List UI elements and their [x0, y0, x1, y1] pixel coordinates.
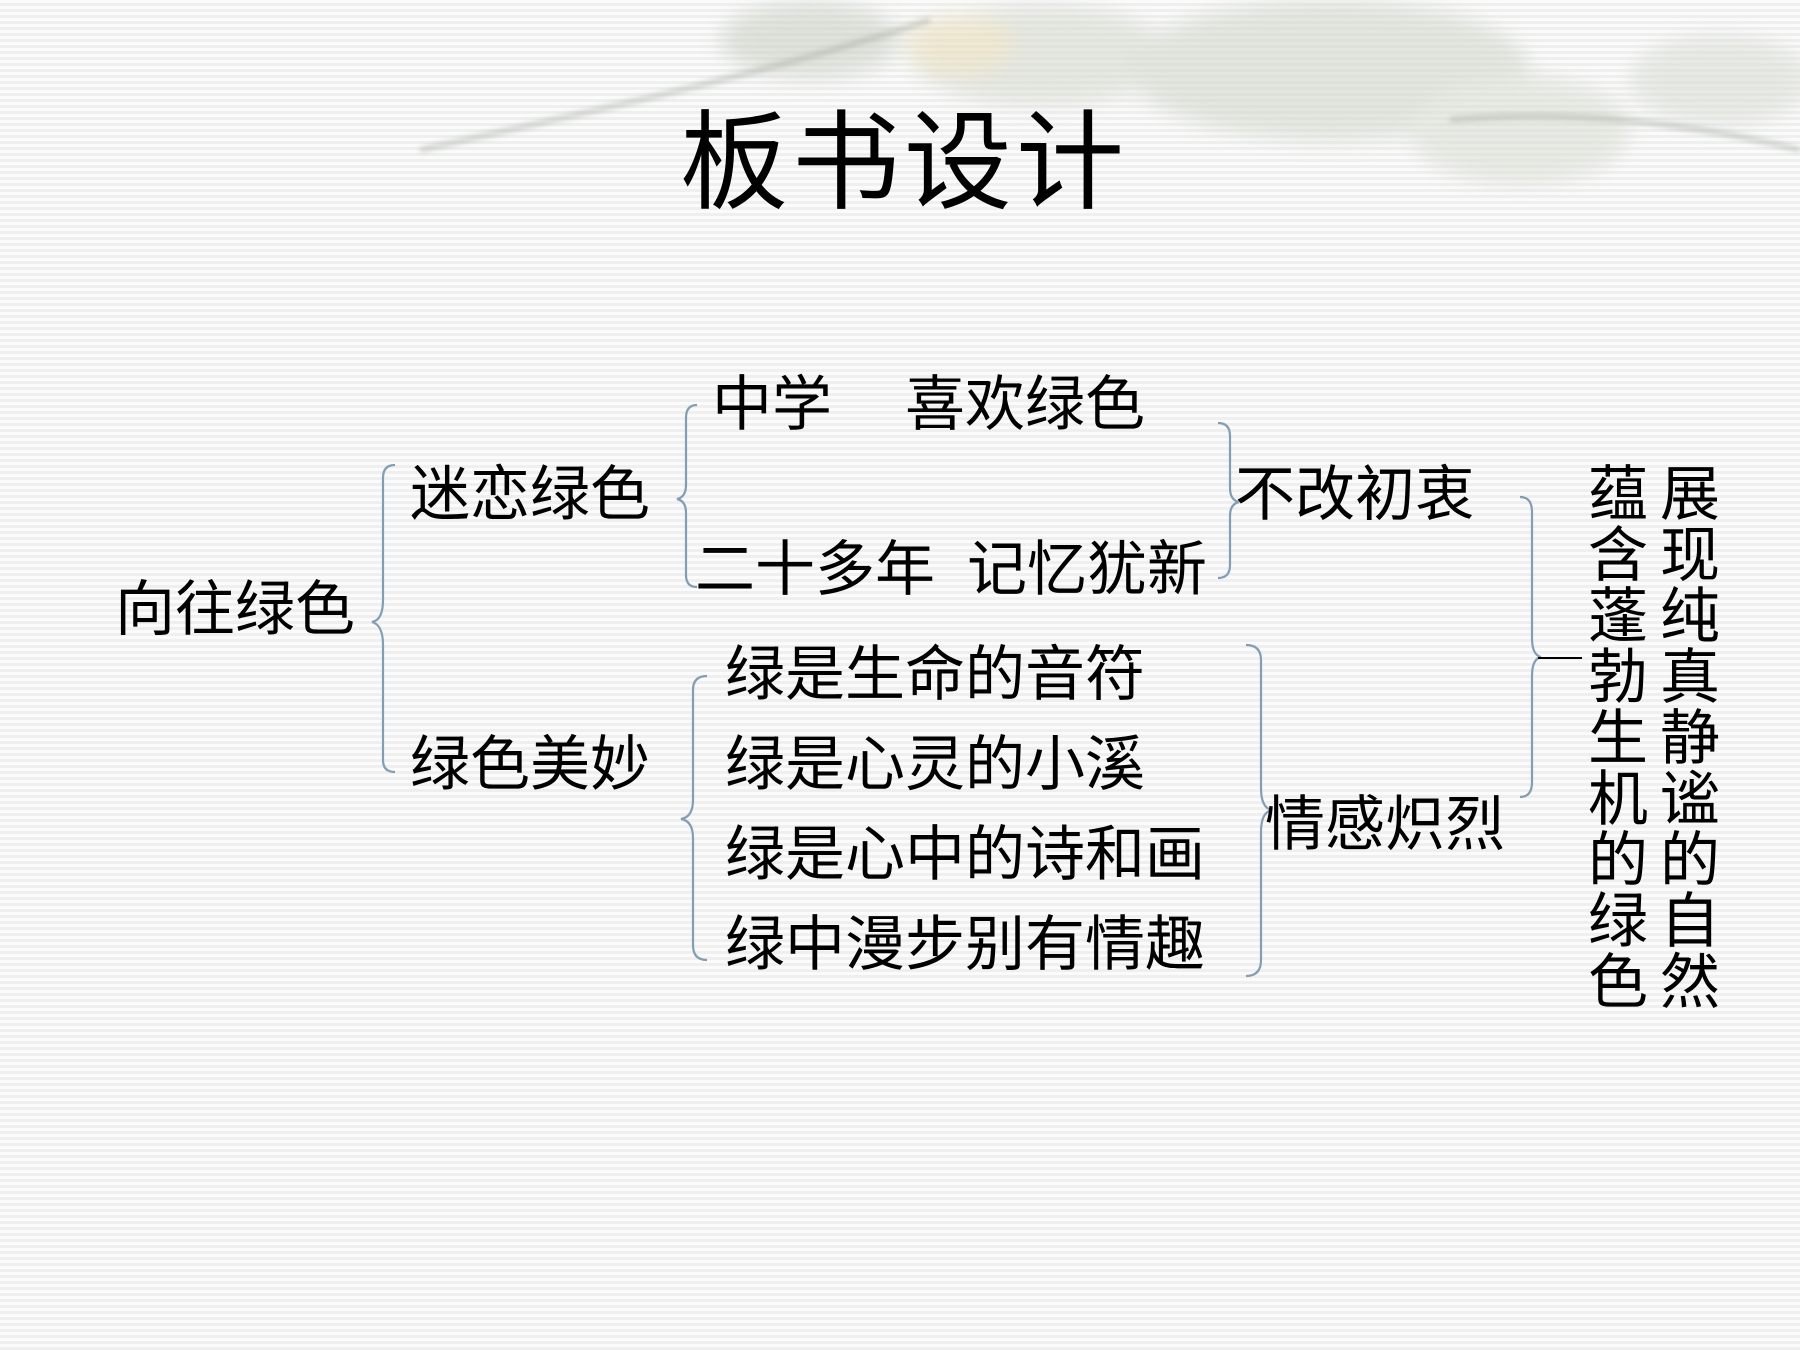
conclusion-char: 谧 — [1660, 765, 1720, 835]
branch2-brace — [680, 674, 708, 962]
conclusion-char: 含 — [1588, 521, 1648, 591]
conclusion-char: 蓬 — [1588, 582, 1648, 652]
conclusion-char: 展 — [1660, 460, 1720, 530]
summary2-brace — [1245, 643, 1273, 978]
branch2-item2: 绿是心灵的小溪 — [725, 730, 1145, 800]
conclusion-char: 纯 — [1660, 582, 1720, 652]
branch1-item1-b: 喜欢绿色 — [905, 370, 1145, 440]
conclusion-char: 生 — [1588, 704, 1648, 774]
conclusion-brace — [1519, 495, 1542, 799]
conclusion-column-2: 展 现 纯 真 静 谧 的 自 然 — [1660, 465, 1720, 1014]
root-label: 向往绿色 — [115, 575, 355, 645]
branch2-item4: 绿中漫步别有情趣 — [725, 910, 1205, 980]
conclusion-char: 机 — [1588, 765, 1648, 835]
summary1-label: 不改初衷 — [1235, 460, 1475, 530]
summary1-brace — [1217, 421, 1240, 580]
conclusion-char: 真 — [1660, 643, 1720, 713]
branch2-item1: 绿是生命的音符 — [725, 640, 1145, 710]
conclusion-char: 蕴 — [1588, 460, 1648, 530]
conclusion-char: 色 — [1588, 948, 1648, 1018]
summary2-label: 情感炽烈 — [1265, 790, 1505, 860]
branch1-item2-a: 二十多年 — [695, 535, 935, 605]
conclusion-char: 勃 — [1588, 643, 1648, 713]
branch1-label: 迷恋绿色 — [410, 460, 650, 530]
conclusion-char: 绿 — [1588, 887, 1648, 957]
conclusion-char: 的 — [1588, 826, 1648, 896]
conclusion-char: 的 — [1660, 826, 1720, 896]
conclusion-column-1: 蕴 含 蓬 勃 生 机 的 绿 色 — [1588, 465, 1648, 1014]
branch1-item2-b: 记忆犹新 — [967, 535, 1207, 605]
branch1-brace — [676, 403, 698, 589]
branch2-item3: 绿是心中的诗和画 — [725, 820, 1205, 890]
branch2-label: 绿色美妙 — [410, 730, 650, 800]
conclusion-char: 静 — [1660, 704, 1720, 774]
conclusion-char: 自 — [1660, 887, 1720, 957]
conclusion-char: 现 — [1660, 521, 1720, 591]
root-brace — [371, 463, 396, 774]
conclusion-char: 然 — [1660, 948, 1720, 1018]
page-title: 板书设计 — [680, 101, 1129, 226]
branch1-item1-a: 中学 — [712, 370, 832, 440]
